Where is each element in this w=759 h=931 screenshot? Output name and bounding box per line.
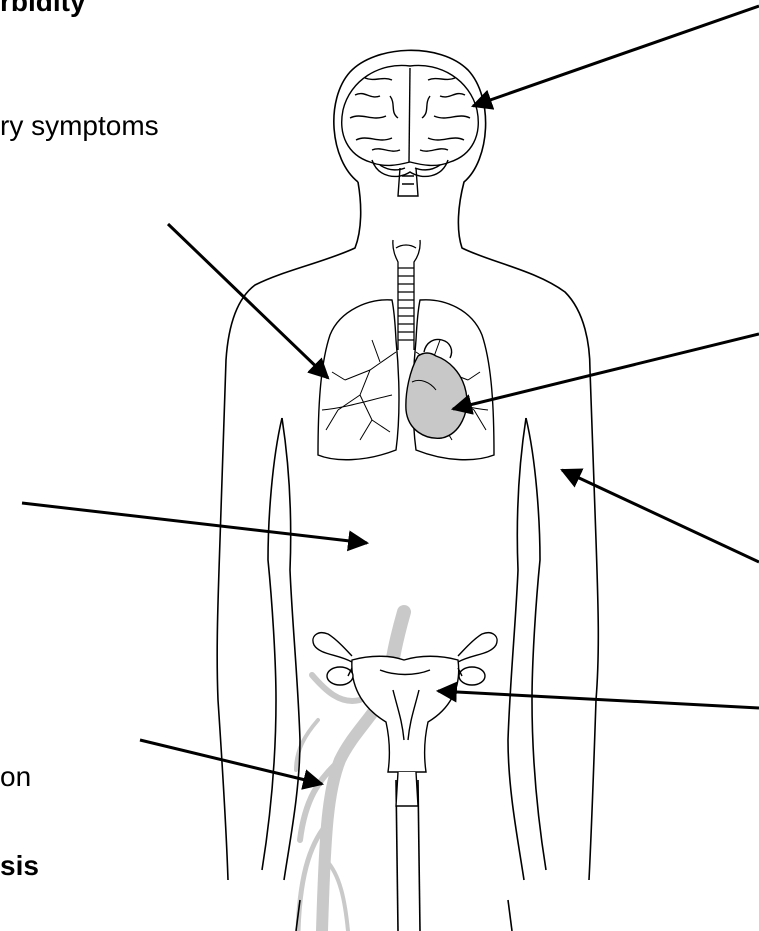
arrow-to-arm xyxy=(562,470,759,562)
brain-icon xyxy=(342,65,479,196)
arrow-to-lungs xyxy=(168,224,328,378)
arrow-to-abdomen xyxy=(22,503,367,543)
arrow-to-uterus xyxy=(438,691,759,708)
uterus-icon xyxy=(313,633,497,806)
arrow-to-heart xyxy=(453,334,759,409)
arrow-to-brain xyxy=(473,6,759,106)
